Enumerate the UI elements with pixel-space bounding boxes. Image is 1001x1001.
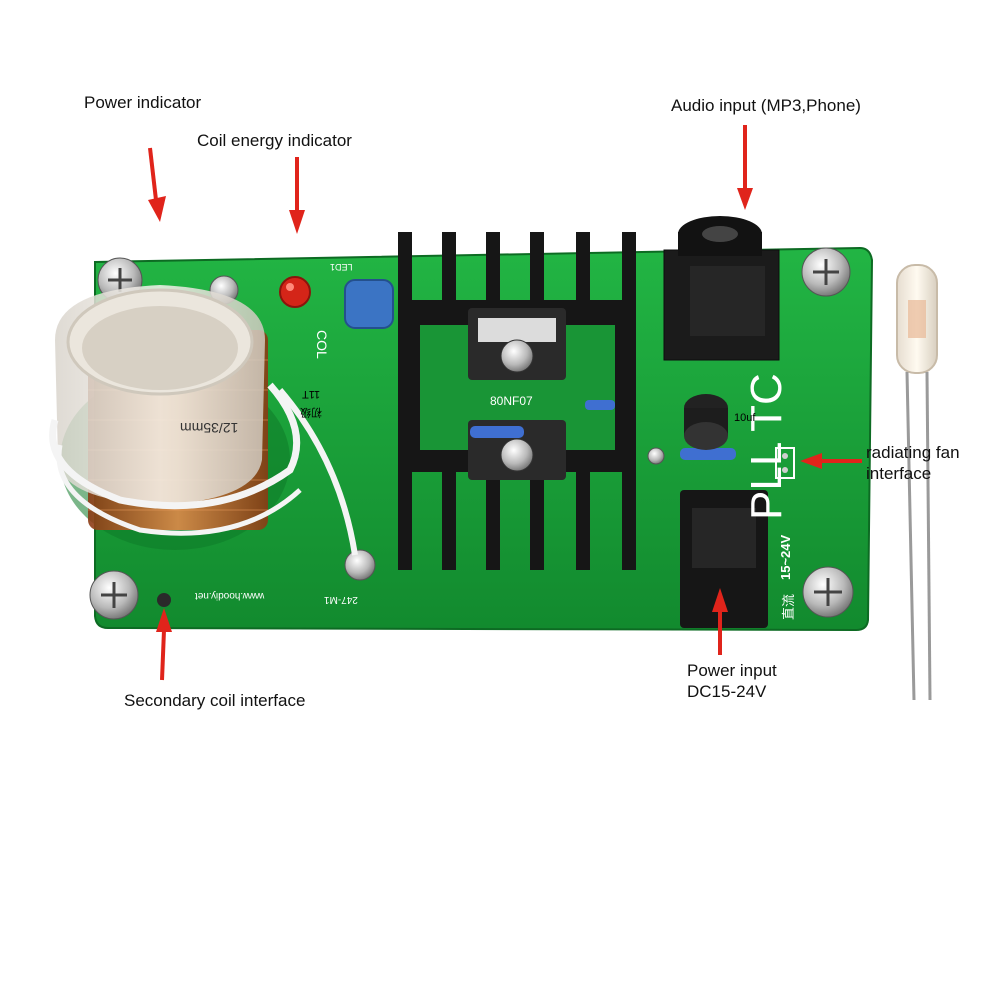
col-marking: COL (314, 330, 330, 359)
website-marking: www.hoodiy.net (195, 590, 265, 601)
secondary-coil (49, 285, 358, 556)
label-audio-input: Audio input (MP3,Phone) (671, 96, 861, 115)
primary-cn-marking: 初级 (300, 406, 322, 418)
electrolytic-capacitor (684, 394, 728, 450)
label-power-input-line1: Power input (687, 661, 777, 680)
label-power-indicator: Power indicator (84, 93, 202, 112)
screw-top-right (801, 247, 851, 297)
board-code-marking: 247-M1 (324, 594, 358, 605)
led-marking: LED1 (330, 262, 353, 272)
dc-power-jack (680, 490, 768, 628)
resistors (470, 400, 736, 460)
terminal-screw (157, 275, 665, 607)
neon-bulb (896, 264, 938, 701)
heatsink (398, 232, 636, 570)
blue-capacitor (344, 279, 394, 329)
voltage-marking: 15~24V (778, 534, 793, 580)
screw-bottom-right (802, 566, 854, 618)
label-radiating-fan: radiating fan interface (866, 443, 960, 483)
coil-spec-marking: 12/35mm (180, 420, 239, 436)
label-coil-energy-indicator: Coil energy indicator (197, 131, 352, 150)
label-power-input-line2: DC15-24V (687, 682, 767, 701)
label-power-input: Power input DC15-24V (687, 660, 777, 702)
voltage-cn-marking: 直流 (781, 593, 796, 620)
turns-marking: 11T (302, 388, 321, 400)
coil-energy-led (279, 276, 311, 308)
screw-bottom-left (89, 570, 139, 620)
annotation-arrows (148, 125, 862, 681)
fan-header (775, 447, 795, 479)
mosfet-marking: 80NF07 (490, 394, 533, 408)
audio-jack (663, 216, 780, 361)
capacitor-value: 10uf (734, 412, 756, 424)
pcb-model-text: PLL TC (742, 373, 791, 520)
label-secondary-coil: Secondary coil interface (124, 691, 306, 710)
